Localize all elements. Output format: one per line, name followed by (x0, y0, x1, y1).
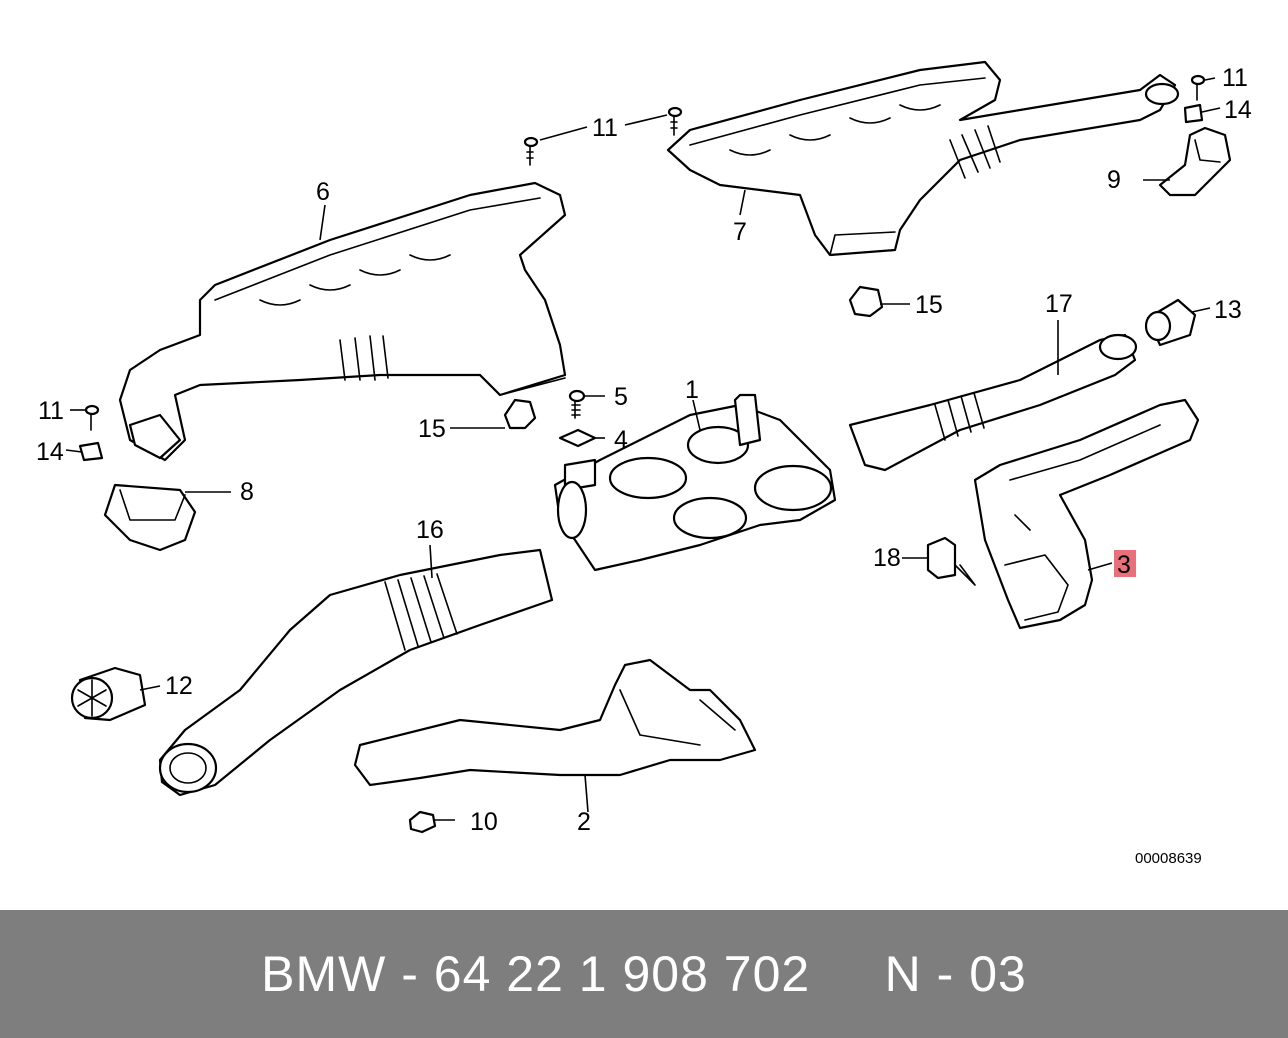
part-6-air-duct (118, 181, 567, 462)
part-11-screw-b (667, 106, 683, 136)
callout-14-a: 14 (1224, 96, 1252, 124)
callout-15-b: 15 (915, 291, 943, 319)
part-11-screw-c (1190, 74, 1206, 101)
part-14-nut-left (78, 441, 104, 462)
callout-16: 16 (416, 516, 444, 544)
part-16-hose (158, 548, 554, 797)
part-18-clip (926, 536, 976, 586)
callout-8: 8 (240, 478, 254, 506)
callout-12: 12 (165, 672, 193, 700)
part-number-caption: BMW - 64 22 1 908 702 N - 03 (261, 946, 1027, 1002)
part-9-bracket (1158, 126, 1232, 197)
part-15-clip-right (848, 285, 884, 318)
part-1-distributor (553, 393, 837, 572)
callout-18: 18 (873, 544, 901, 572)
part-13-sleeve (1144, 298, 1197, 347)
part-10-nut (408, 810, 437, 834)
callout-9: 9 (1107, 166, 1121, 194)
callout-10: 10 (470, 808, 498, 836)
callout-11-c: 11 (38, 397, 64, 425)
part-15-clip-left (503, 398, 537, 430)
callout-11-b: 11 (1222, 64, 1248, 92)
part-11-screw-d (84, 404, 100, 431)
leader-lines (65, 77, 1221, 821)
drawing-number: 00008639 (1135, 850, 1202, 867)
part-4-nut (558, 428, 597, 448)
callout-1: 1 (685, 376, 699, 404)
callout-4: 4 (614, 426, 628, 454)
part-12-cap (70, 666, 147, 722)
part-5-screw (568, 389, 586, 419)
part-11-screw-a (523, 136, 539, 166)
callout-6: 6 (316, 178, 330, 206)
part-2-air-duct (353, 658, 757, 787)
callout-13: 13 (1214, 296, 1242, 324)
part-8-bracket (103, 483, 197, 552)
part-14-nut-right (1183, 103, 1204, 124)
callout-17: 17 (1045, 290, 1073, 318)
callout-3: 3 (1117, 551, 1131, 579)
part-7-air-duct (666, 60, 1180, 257)
callout-7: 7 (733, 218, 747, 246)
callout-14-b: 14 (36, 438, 64, 466)
part-17-hose (848, 333, 1138, 472)
footer-bar: BMW - 64 22 1 908 702 N - 03 (0, 910, 1288, 1038)
callout-2: 2 (577, 808, 591, 836)
part-3-air-duct (973, 398, 1200, 630)
callout-5: 5 (614, 383, 628, 411)
parts-diagram: 6 7 1 2 3 5 4 8 9 10 11 11 11 12 13 14 1… (36, 60, 1252, 867)
callout-3-highlight (1114, 550, 1136, 577)
callout-15-a: 15 (418, 415, 446, 443)
callout-11-a: 11 (592, 114, 618, 142)
